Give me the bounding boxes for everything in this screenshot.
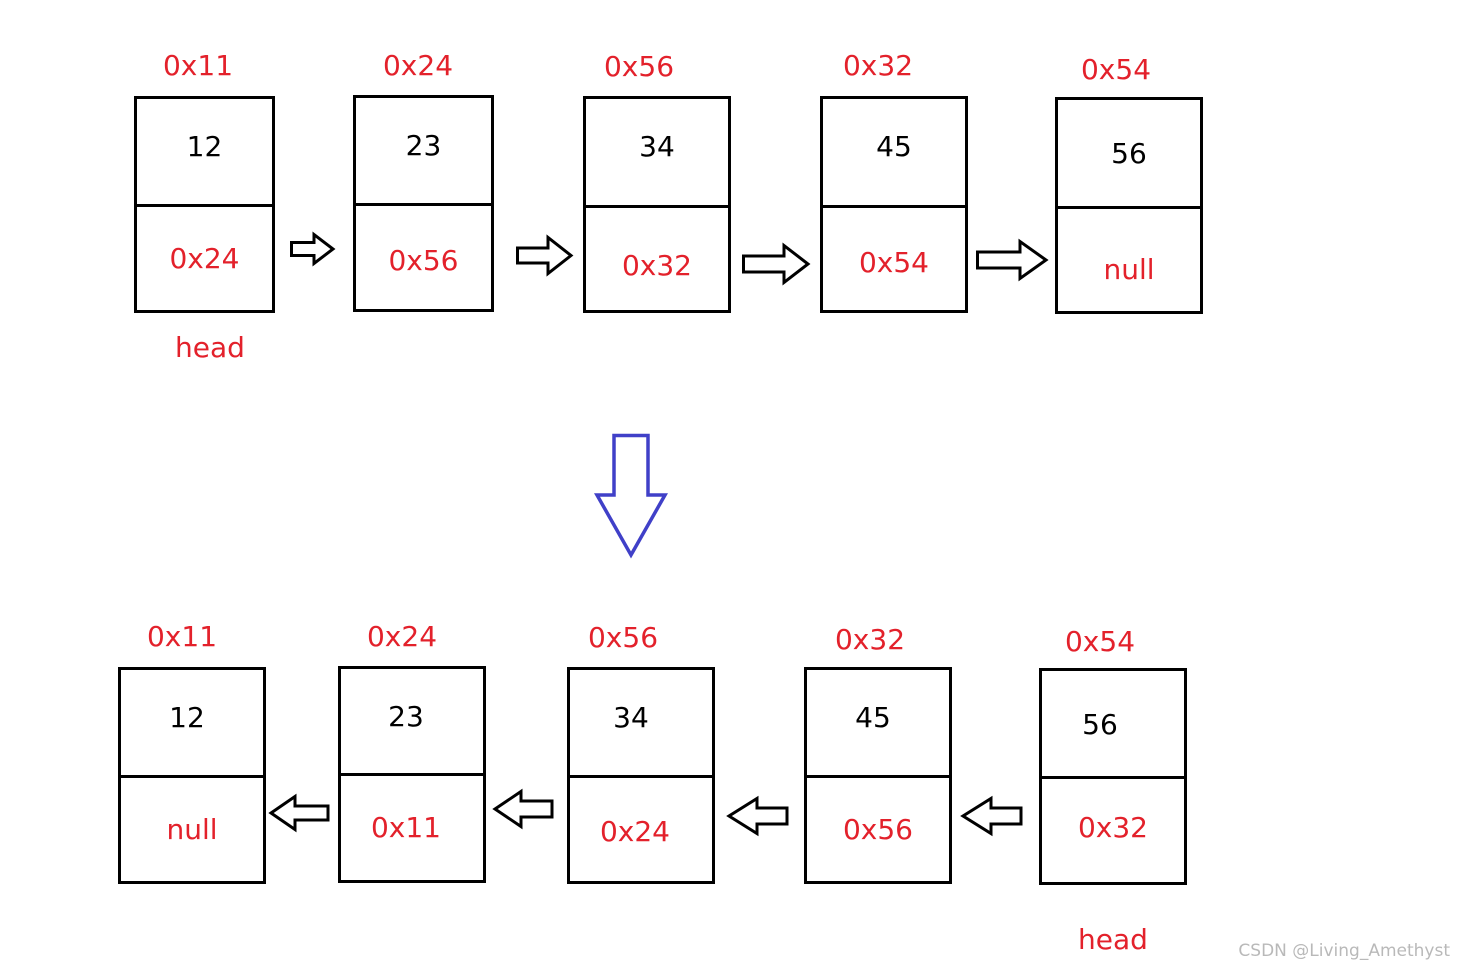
list-node: 12 0x24 xyxy=(134,96,275,313)
node-value: 45 xyxy=(855,701,891,734)
node-value: 12 xyxy=(169,701,205,734)
list-node: 23 0x11 xyxy=(338,666,486,883)
node-address: 0x54 xyxy=(1080,53,1152,86)
node-address: 0x32 xyxy=(842,49,914,82)
watermark: CSDN @Living_Amethyst xyxy=(1238,941,1450,961)
head-label: head xyxy=(1078,923,1148,956)
list-node: 56 null xyxy=(1055,97,1203,314)
node-next-pointer: 0x56 xyxy=(842,813,913,846)
left-arrow-icon xyxy=(268,793,330,833)
list-node: 45 0x56 xyxy=(804,667,952,884)
node-address: 0x24 xyxy=(382,49,454,82)
down-arrow-icon xyxy=(593,433,669,559)
node-divider xyxy=(1039,776,1187,779)
node-next-pointer: null xyxy=(1103,253,1155,286)
node-value: 34 xyxy=(639,130,675,163)
node-next-pointer: 0x32 xyxy=(1077,811,1148,844)
node-next-pointer: 0x24 xyxy=(169,242,240,275)
node-address: 0x11 xyxy=(162,49,234,82)
list-node: 34 0x24 xyxy=(567,667,715,884)
node-next-pointer: 0x32 xyxy=(621,249,692,282)
node-address: 0x54 xyxy=(1064,625,1136,658)
node-next-pointer: 0x24 xyxy=(599,815,670,848)
left-arrow-icon xyxy=(492,788,554,830)
node-divider xyxy=(134,204,275,207)
list-node: 34 0x32 xyxy=(583,96,731,313)
node-divider xyxy=(820,205,968,208)
node-value: 12 xyxy=(186,130,223,163)
node-next-pointer: null xyxy=(166,813,218,846)
list-node: 56 0x32 xyxy=(1039,668,1187,885)
node-value: 56 xyxy=(1111,137,1147,170)
node-divider xyxy=(353,203,494,206)
head-label: head xyxy=(175,331,245,364)
list-node: 23 0x56 xyxy=(353,95,494,312)
right-arrow-icon xyxy=(516,234,574,277)
node-address: 0x56 xyxy=(603,50,675,83)
node-divider xyxy=(583,205,731,208)
right-arrow-icon xyxy=(976,238,1049,282)
node-value: 23 xyxy=(405,129,442,162)
node-next-pointer: 0x54 xyxy=(858,246,929,279)
list-node: 45 0x54 xyxy=(820,96,968,313)
node-value: 56 xyxy=(1082,708,1118,741)
right-arrow-icon xyxy=(290,231,336,267)
list-node: 12 null xyxy=(118,667,266,884)
node-value: 23 xyxy=(388,700,424,733)
node-address: 0x32 xyxy=(834,623,906,656)
node-divider xyxy=(567,775,715,778)
left-arrow-icon xyxy=(960,795,1023,837)
node-value: 45 xyxy=(876,130,912,163)
node-divider xyxy=(338,773,486,776)
right-arrow-icon xyxy=(742,242,811,286)
node-address: 0x24 xyxy=(366,620,438,653)
node-address: 0x56 xyxy=(587,621,659,654)
node-next-pointer: 0x11 xyxy=(370,811,441,844)
node-next-pointer: 0x56 xyxy=(388,244,459,277)
node-divider xyxy=(804,775,952,778)
node-address: 0x11 xyxy=(146,620,218,653)
node-divider xyxy=(1055,206,1203,209)
node-value: 34 xyxy=(613,701,649,734)
left-arrow-icon xyxy=(726,795,789,837)
node-divider xyxy=(118,775,266,778)
